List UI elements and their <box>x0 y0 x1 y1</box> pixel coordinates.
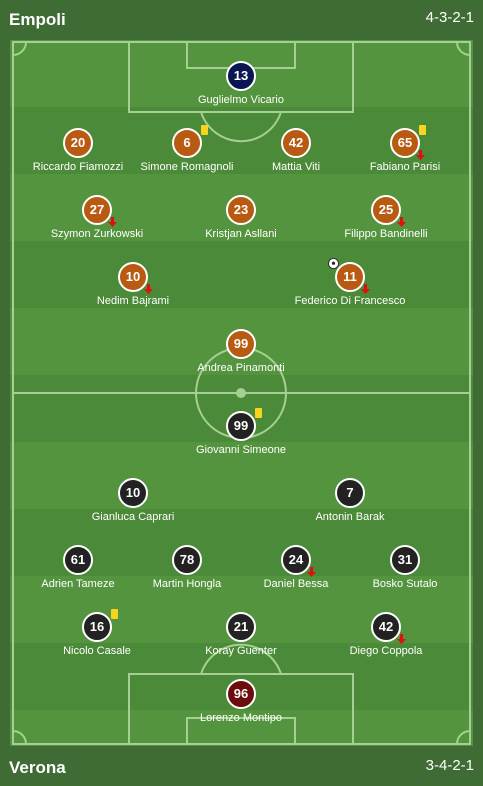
player-number-badge: 24 <box>281 545 316 577</box>
player-home-am-2[interactable]: 11 Federico Di Francesco <box>280 258 420 307</box>
player-name: Szymon Zurkowski <box>50 228 144 240</box>
player-name: Adrien Tameze <box>41 578 115 590</box>
substitution-arrow-icon <box>361 284 370 294</box>
player-name: Riccardo Fiamozzi <box>32 161 124 173</box>
player-away-mid-1[interactable]: 61 Adrien Tameze <box>10 545 148 590</box>
player-home-def-3[interactable]: 42 Mattia Viti <box>226 128 366 173</box>
yellow-card-icon <box>255 408 262 418</box>
player-number-badge: 96 <box>226 679 256 709</box>
player-number-badge: 10 <box>118 478 148 508</box>
home-formation: 4-3-2-1 <box>425 9 474 26</box>
player-number-badge: 78 <box>172 545 202 575</box>
player-name: Nedim Bajrami <box>96 295 170 307</box>
player-number-badge: 11 <box>328 258 370 294</box>
player-number-badge: 25 <box>371 195 406 227</box>
player-name: Lorenzo Montipo <box>200 712 282 724</box>
player-home-def-1[interactable]: 20 Riccardo Fiamozzi <box>10 128 148 173</box>
player-name: Gianluca Caprari <box>91 511 175 523</box>
player-number-badge: 10 <box>118 262 153 294</box>
yellow-card-icon <box>419 125 426 135</box>
player-away-mid-2[interactable]: 78 Martin Hongla <box>117 545 257 590</box>
player-name: Daniel Bessa <box>263 578 329 590</box>
player-away-def-1[interactable]: 16 Nicolo Casale <box>27 609 167 657</box>
player-number-badge: 42 <box>281 128 311 158</box>
player-name: Koray Guenter <box>205 645 277 657</box>
player-home-mid-1[interactable]: 27 Szymon Zurkowski <box>27 195 167 240</box>
player-name: Kristjan Asllani <box>205 228 277 240</box>
player-home-def-2[interactable]: 6 Simone Romagnoli <box>117 125 257 173</box>
yellow-card-icon <box>111 609 118 619</box>
player-number-badge: 23 <box>226 195 256 225</box>
pitch: 13 Guglielmo Vicario 20 Riccardo Fiamozz… <box>10 40 473 746</box>
player-number-badge: 99 <box>226 408 262 441</box>
player-name: Simone Romagnoli <box>140 161 234 173</box>
player-name: Guglielmo Vicario <box>197 94 284 106</box>
player-away-gk[interactable]: 96 Lorenzo Montipo <box>171 679 311 724</box>
player-name: Federico Di Francesco <box>294 295 406 307</box>
player-number-badge: 7 <box>335 478 365 508</box>
player-home-def-4[interactable]: 65 Fabiano Parisi <box>335 125 473 173</box>
player-number-badge: 13 <box>226 61 256 91</box>
player-away-mid-3[interactable]: 24 Daniel Bessa <box>226 545 366 590</box>
player-number-badge: 16 <box>82 609 118 642</box>
substitution-arrow-icon <box>108 217 117 227</box>
player-number-badge: 21 <box>226 612 256 642</box>
away-formation: 3-4-2-1 <box>425 757 474 774</box>
player-name: Nicolo Casale <box>63 645 131 657</box>
player-name: Mattia Viti <box>271 161 321 173</box>
player-name: Bosko Sutalo <box>372 578 438 590</box>
player-away-am-2[interactable]: 7 Antonin Barak <box>280 478 420 523</box>
player-number-badge: 27 <box>82 195 117 227</box>
player-away-def-3[interactable]: 42 Diego Coppola <box>316 612 456 657</box>
player-number-badge: 6 <box>172 125 208 158</box>
player-name: Antonin Barak <box>315 511 385 523</box>
player-name: Filippo Bandinelli <box>344 228 428 240</box>
substitution-arrow-icon <box>397 634 406 644</box>
player-away-mid-4[interactable]: 31 Bosko Sutalo <box>335 545 473 590</box>
player-number-badge: 61 <box>63 545 93 575</box>
substitution-arrow-icon <box>397 217 406 227</box>
player-home-am-1[interactable]: 10 Nedim Bajrami <box>63 262 203 307</box>
substitution-arrow-icon <box>144 284 153 294</box>
player-number-badge: 99 <box>226 329 256 359</box>
player-name: Andrea Pinamonti <box>197 362 285 374</box>
player-number-badge: 31 <box>390 545 420 575</box>
substitution-arrow-icon <box>307 567 316 577</box>
yellow-card-icon <box>201 125 208 135</box>
player-name: Fabiano Parisi <box>369 161 441 173</box>
football-icon <box>328 258 339 269</box>
player-number-badge: 20 <box>63 128 93 158</box>
home-team-name: Empoli <box>9 10 66 29</box>
player-number-badge: 42 <box>371 612 406 644</box>
player-away-am-1[interactable]: 10 Gianluca Caprari <box>63 478 203 523</box>
player-name: Diego Coppola <box>349 645 423 657</box>
pitch-lines <box>12 41 471 745</box>
away-team-name: Verona <box>9 758 66 777</box>
player-away-st[interactable]: 99 Giovanni Simeone <box>171 408 311 456</box>
player-number-badge: 65 <box>390 125 426 160</box>
player-home-st[interactable]: 99 Andrea Pinamonti <box>171 329 311 374</box>
player-home-gk[interactable]: 13 Guglielmo Vicario <box>171 61 311 106</box>
player-home-mid-3[interactable]: 25 Filippo Bandinelli <box>316 195 456 240</box>
player-name: Martin Hongla <box>152 578 222 590</box>
player-name: Giovanni Simeone <box>196 444 286 456</box>
substitution-arrow-icon <box>416 150 425 160</box>
player-home-mid-2[interactable]: 23 Kristjan Asllani <box>171 195 311 240</box>
player-away-def-2[interactable]: 21 Koray Guenter <box>171 612 311 657</box>
